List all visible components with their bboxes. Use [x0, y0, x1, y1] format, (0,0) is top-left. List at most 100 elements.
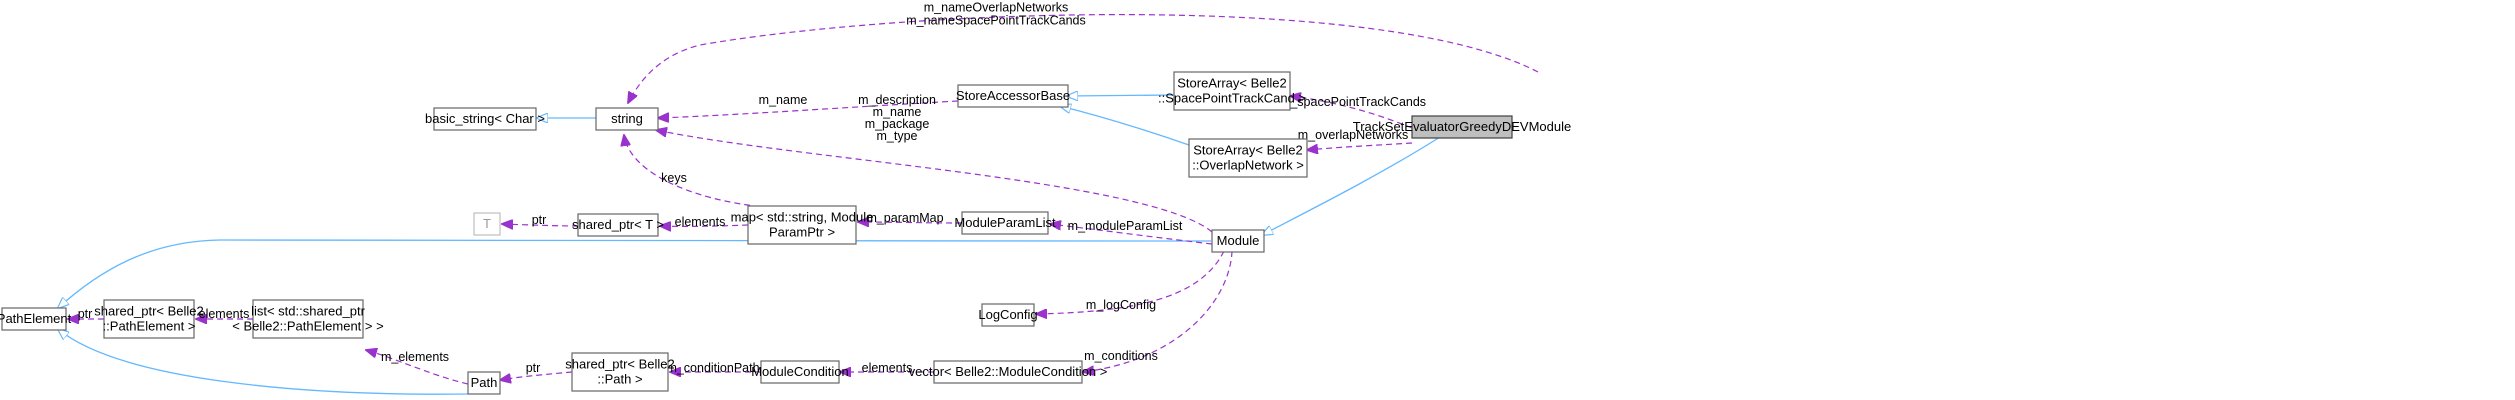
edge-module-path-element [58, 239, 1212, 308]
label-vector-cond: elements [862, 361, 913, 375]
text-line: map< std::string, Module [731, 210, 874, 225]
text-line: ptr [78, 307, 93, 321]
label-shared-pe: ptr [78, 307, 93, 321]
edge-focus-module [1262, 136, 1441, 235]
text-line: ModuleCondition [751, 364, 849, 379]
node-shared-ptr-path[interactable]: shared_ptr< Belle2::Path > [565, 352, 675, 392]
edge-focus-string [628, 14, 1539, 103]
svg-text:shared_ptr< Belle2::Path >: shared_ptr< Belle2::Path > [565, 357, 675, 387]
text-line: list< std::shared_ptr [251, 304, 365, 319]
svg-text:basic_string< Char >: basic_string< Char > [425, 111, 545, 126]
text-line: m_logConfig [1086, 298, 1156, 312]
node-module-condition[interactable]: ModuleCondition [751, 360, 849, 384]
text-line: < Belle2::PathElement > > [232, 319, 383, 334]
inheritance-edges [58, 95, 1441, 395]
text-line: m_elements [381, 350, 449, 364]
text-line: m_conditions [1084, 349, 1158, 363]
edge-shared-path-path [500, 371, 573, 380]
node-path-element[interactable]: PathElement [0, 307, 72, 331]
text-line: Module [1217, 233, 1260, 248]
text-line: StoreAccessorBase [956, 88, 1070, 103]
edge-focus-store-sp [1290, 96, 1413, 129]
text-line: m_moduleParamList [1068, 219, 1183, 233]
svg-text:StoreAccessorBase: StoreAccessorBase [956, 88, 1070, 103]
node-log-config[interactable]: LogConfig [978, 303, 1038, 327]
text-line: string [611, 111, 643, 126]
text-line: ptr [532, 213, 547, 227]
edge-param-list-map [858, 222, 963, 223]
svg-text:ModuleCondition: ModuleCondition [751, 364, 849, 379]
label-focus-store-ov: m_overlapNetworks [1298, 128, 1408, 142]
text-line: ::OverlapNetwork > [1192, 158, 1304, 173]
label-shared-path: ptr [526, 361, 541, 375]
edge-module-log-config [1036, 250, 1225, 314]
text-line: keys [661, 171, 687, 185]
text-line: StoreArray< Belle2 [1177, 76, 1286, 91]
svg-text:TrackSetEvaluatorGreedyDEVModu: TrackSetEvaluatorGreedyDEVModule [1353, 119, 1571, 134]
edge-module-string [656, 130, 1213, 233]
edge-base-string [658, 100, 959, 118]
node-module[interactable]: Module [1211, 229, 1265, 253]
label-map-shared: elements [675, 215, 726, 229]
label-param-map: m_paramMap [866, 211, 943, 225]
text-line: m_overlapNetworks [1298, 128, 1408, 142]
label-module-log: m_logConfig [1086, 298, 1156, 312]
text-line: TrackSetEvaluatorGreedyDEVModule [1353, 119, 1571, 134]
node-path[interactable]: Path [467, 371, 501, 395]
node-t[interactable]: T [473, 212, 501, 236]
node-string[interactable]: string [595, 107, 659, 131]
node-track-set-evaluator-greedy-dev-module[interactable]: TrackSetEvaluatorGreedyDEVModule [1353, 115, 1571, 139]
node-module-param-list[interactable]: ModuleParamList [954, 211, 1056, 235]
node-list-shared-ptr-path-element[interactable]: list< std::shared_ptr< Belle2::PathEleme… [232, 299, 384, 339]
label-module-vector: m_conditions [1084, 349, 1158, 363]
svg-text:shared_ptr< T >: shared_ptr< T > [572, 217, 664, 232]
svg-text:ModuleParamList: ModuleParamList [954, 215, 1056, 230]
text-line: m_description [858, 93, 936, 107]
text-line: m_name [759, 93, 808, 107]
text-line: m_paramMap [866, 211, 943, 225]
label-shared-t: ptr [532, 213, 547, 227]
text-line: elements [199, 307, 250, 321]
label-module-param: m_moduleParamList [1068, 219, 1183, 233]
svg-text:Module: Module [1217, 233, 1260, 248]
usage-edges [68, 14, 1539, 385]
node-store-array-space-point-track-cand[interactable]: StoreArray< Belle2::SpacePointTrackCand … [1158, 71, 1306, 111]
label-map-string: keys [661, 171, 687, 185]
svg-text:Path: Path [471, 375, 498, 390]
label-list-shared: elements [199, 307, 250, 321]
node-shared-ptr-path-element[interactable]: shared_ptr< Belle2::PathElement > [94, 299, 204, 339]
text-line: ModuleParamList [954, 215, 1056, 230]
label-base-string: m_name [759, 93, 808, 107]
text-line: m_nameSpacePointTrackCands [906, 14, 1086, 28]
edge-module-vector [1083, 250, 1233, 372]
svg-text:StoreArray< Belle2::SpacePoint: StoreArray< Belle2::SpacePointTrackCand … [1158, 76, 1306, 106]
text-line: m_name [873, 105, 922, 119]
node-vector-module-condition[interactable]: vector< Belle2::ModuleCondition > [909, 360, 1108, 384]
text-line: ::SpacePointTrackCand > [1158, 91, 1306, 106]
text-line: elements [675, 215, 726, 229]
node-store-array-overlap-network[interactable]: StoreArray< Belle2::OverlapNetwork > [1188, 138, 1308, 178]
text-line: ptr [526, 361, 541, 375]
text-line: ::Path > [597, 372, 642, 387]
svg-text:T: T [483, 216, 491, 231]
svg-text:string: string [611, 111, 643, 126]
svg-text:StoreArray< Belle2::OverlapNet: StoreArray< Belle2::OverlapNetwork > [1192, 143, 1304, 173]
node-store-accessor-base[interactable]: StoreAccessorBase [956, 84, 1070, 108]
label-focus-store-sp: m_spacePointTrackCands [1280, 95, 1426, 109]
svg-text:shared_ptr< Belle2::PathElemen: shared_ptr< Belle2::PathElement > [94, 304, 204, 334]
label-cond-shared: m_conditionPath [666, 361, 759, 375]
svg-text:LogConfig: LogConfig [978, 307, 1037, 322]
text-line: elements [862, 361, 913, 375]
edge-store-sp-store-base [1067, 95, 1175, 96]
edge-module-param-list [1050, 224, 1213, 245]
text-line: shared_ptr< T > [572, 217, 664, 232]
label-path-list: m_elements [381, 350, 449, 364]
svg-text:PathElement: PathElement [0, 311, 72, 326]
node-basic-string[interactable]: basic_string< Char > [425, 107, 545, 131]
node-shared-ptr-t[interactable]: shared_ptr< T > [572, 213, 664, 237]
svg-text:vector< Belle2::ModuleConditio: vector< Belle2::ModuleCondition > [909, 364, 1108, 379]
